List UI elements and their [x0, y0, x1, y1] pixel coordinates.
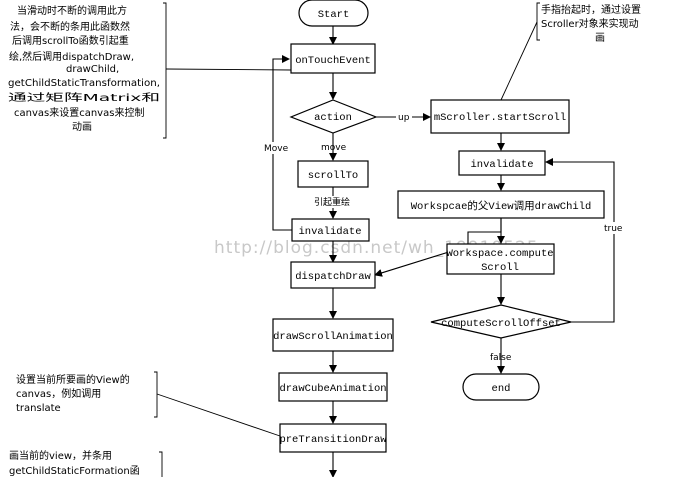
node-start: Start [298, 0, 369, 27]
comment-top-left-line: 绘,然后调用dispatchDraw, [9, 50, 134, 63]
node-ontouchevent: onTouchEvent [290, 43, 376, 74]
comment-top-left-line: getChildStaticTransformation, [8, 78, 160, 89]
edge-true-loop [545, 158, 615, 323]
node-computescroll: Workspace.compute Scroll [446, 243, 555, 275]
node-action-label: action [314, 112, 352, 124]
edge-label-move-loop: Move [264, 144, 289, 154]
comment-connector-top-right [500, 21, 538, 101]
node-computescroll-label-1: Workspace.compute [446, 248, 553, 260]
comment-top-left-line: 通过矩阵Matrix和 [8, 91, 160, 104]
label-bg [312, 196, 354, 208]
comment-bracket-top-right [536, 2, 540, 41]
comment-bracket-mid-left [154, 371, 158, 418]
node-computescroll-label-2: Scroll [481, 262, 519, 274]
node-dispatchdraw: dispatchDraw [290, 261, 376, 289]
edge-label-redraw: 引起重绘 [314, 196, 350, 208]
edge-label-move: move [321, 143, 347, 153]
node-drawcubeanimation: drawCubeAnimation [278, 372, 388, 402]
label-bg [601, 222, 627, 234]
node-dispatchdraw-label: dispatchDraw [295, 271, 371, 283]
comment-top-right-line: 画 [595, 33, 605, 44]
node-computescrolloffset-label: computeScrollOffset [441, 318, 561, 330]
comment-top-left: 当滑动时不断的调用此方 法，会不断的条用此函数然 后调用scrollTo函数引起… [8, 4, 160, 133]
node-computescrolloffset-decision: computeScrollOffset [430, 304, 572, 339]
node-invalidate-right: invalidate [458, 150, 546, 176]
node-invalidate-right-label: invalidate [470, 159, 533, 171]
node-drawscrollanimation-label: drawScrollAnimation [273, 331, 393, 343]
comment-bottom-left: 画当前的view，并条用 getChildStaticFormation函 [9, 449, 140, 477]
node-drawchild: Workspcae的父View调用drawChild [397, 190, 605, 219]
node-invalidate-left-label: invalidate [298, 226, 361, 238]
comment-bottom-left-line: 画当前的view，并条用 [9, 449, 112, 462]
comment-top-right-line: Scroller对象来实现动 [541, 17, 639, 30]
node-pretransitiondraw: preTransitionDraw [279, 423, 387, 453]
edge-label-false: false [490, 353, 512, 363]
comment-mid-left-line: canvas，例如调用 [16, 387, 101, 400]
comment-top-left-line: 法，会不断的条用此函数然 [10, 20, 130, 33]
node-invalidate-left: invalidate [291, 218, 370, 242]
edge-label-up: up [398, 113, 410, 123]
label-bg [396, 111, 412, 123]
comment-mid-left-line: 设置当前所要画的View的 [16, 373, 130, 386]
node-ontouchevent-label: onTouchEvent [295, 55, 371, 67]
node-scrollto: scrollTo [297, 160, 369, 188]
node-action-decision: action [289, 99, 378, 134]
comment-top-left-line: canvas来设置canvas来控制 [14, 106, 144, 119]
comment-top-right-line: 手指抬起时，通过设置 [541, 3, 641, 16]
comment-top-left-line: drawChild, [66, 64, 119, 75]
comment-connector-top-left [165, 68, 292, 71]
node-pretransitiondraw-label: preTransitionDraw [279, 434, 387, 446]
node-end: end [462, 373, 540, 401]
comment-top-left-line: 当滑动时不断的调用此方 [17, 4, 127, 17]
node-scrollto-label: scrollTo [308, 170, 358, 182]
node-drawchild-label: Workspcae的父View调用drawChild [411, 199, 592, 213]
label-bg [262, 142, 284, 154]
comment-top-left-line: 后调用scrollTo函数引起重 [12, 34, 129, 47]
node-startscroll: mScroller.startScroll [430, 99, 570, 134]
node-drawscrollanimation: drawScrollAnimation [272, 318, 394, 352]
comment-bottom-left-line: getChildStaticFormation函 [9, 465, 140, 477]
node-start-label: Start [318, 9, 350, 21]
comment-top-right: 手指抬起时，通过设置 Scroller对象来实现动 画 [541, 3, 641, 44]
node-end-label: end [492, 383, 511, 395]
node-drawcubeanimation-label: drawCubeAnimation [279, 383, 386, 395]
comment-bracket-top-left [163, 2, 167, 139]
node-startscroll-label: mScroller.startScroll [434, 112, 566, 124]
comment-mid-left: 设置当前所要画的View的 canvas，例如调用 translate [16, 373, 130, 414]
comment-bracket-bottom-left [159, 451, 163, 477]
comment-top-left-line: 动画 [72, 121, 92, 133]
comment-mid-left-line: translate [16, 403, 61, 414]
edge-label-true: true [604, 224, 623, 234]
edge-drawchild-to-dispatchdraw [374, 218, 502, 277]
comment-connector-mid-left [156, 393, 281, 437]
